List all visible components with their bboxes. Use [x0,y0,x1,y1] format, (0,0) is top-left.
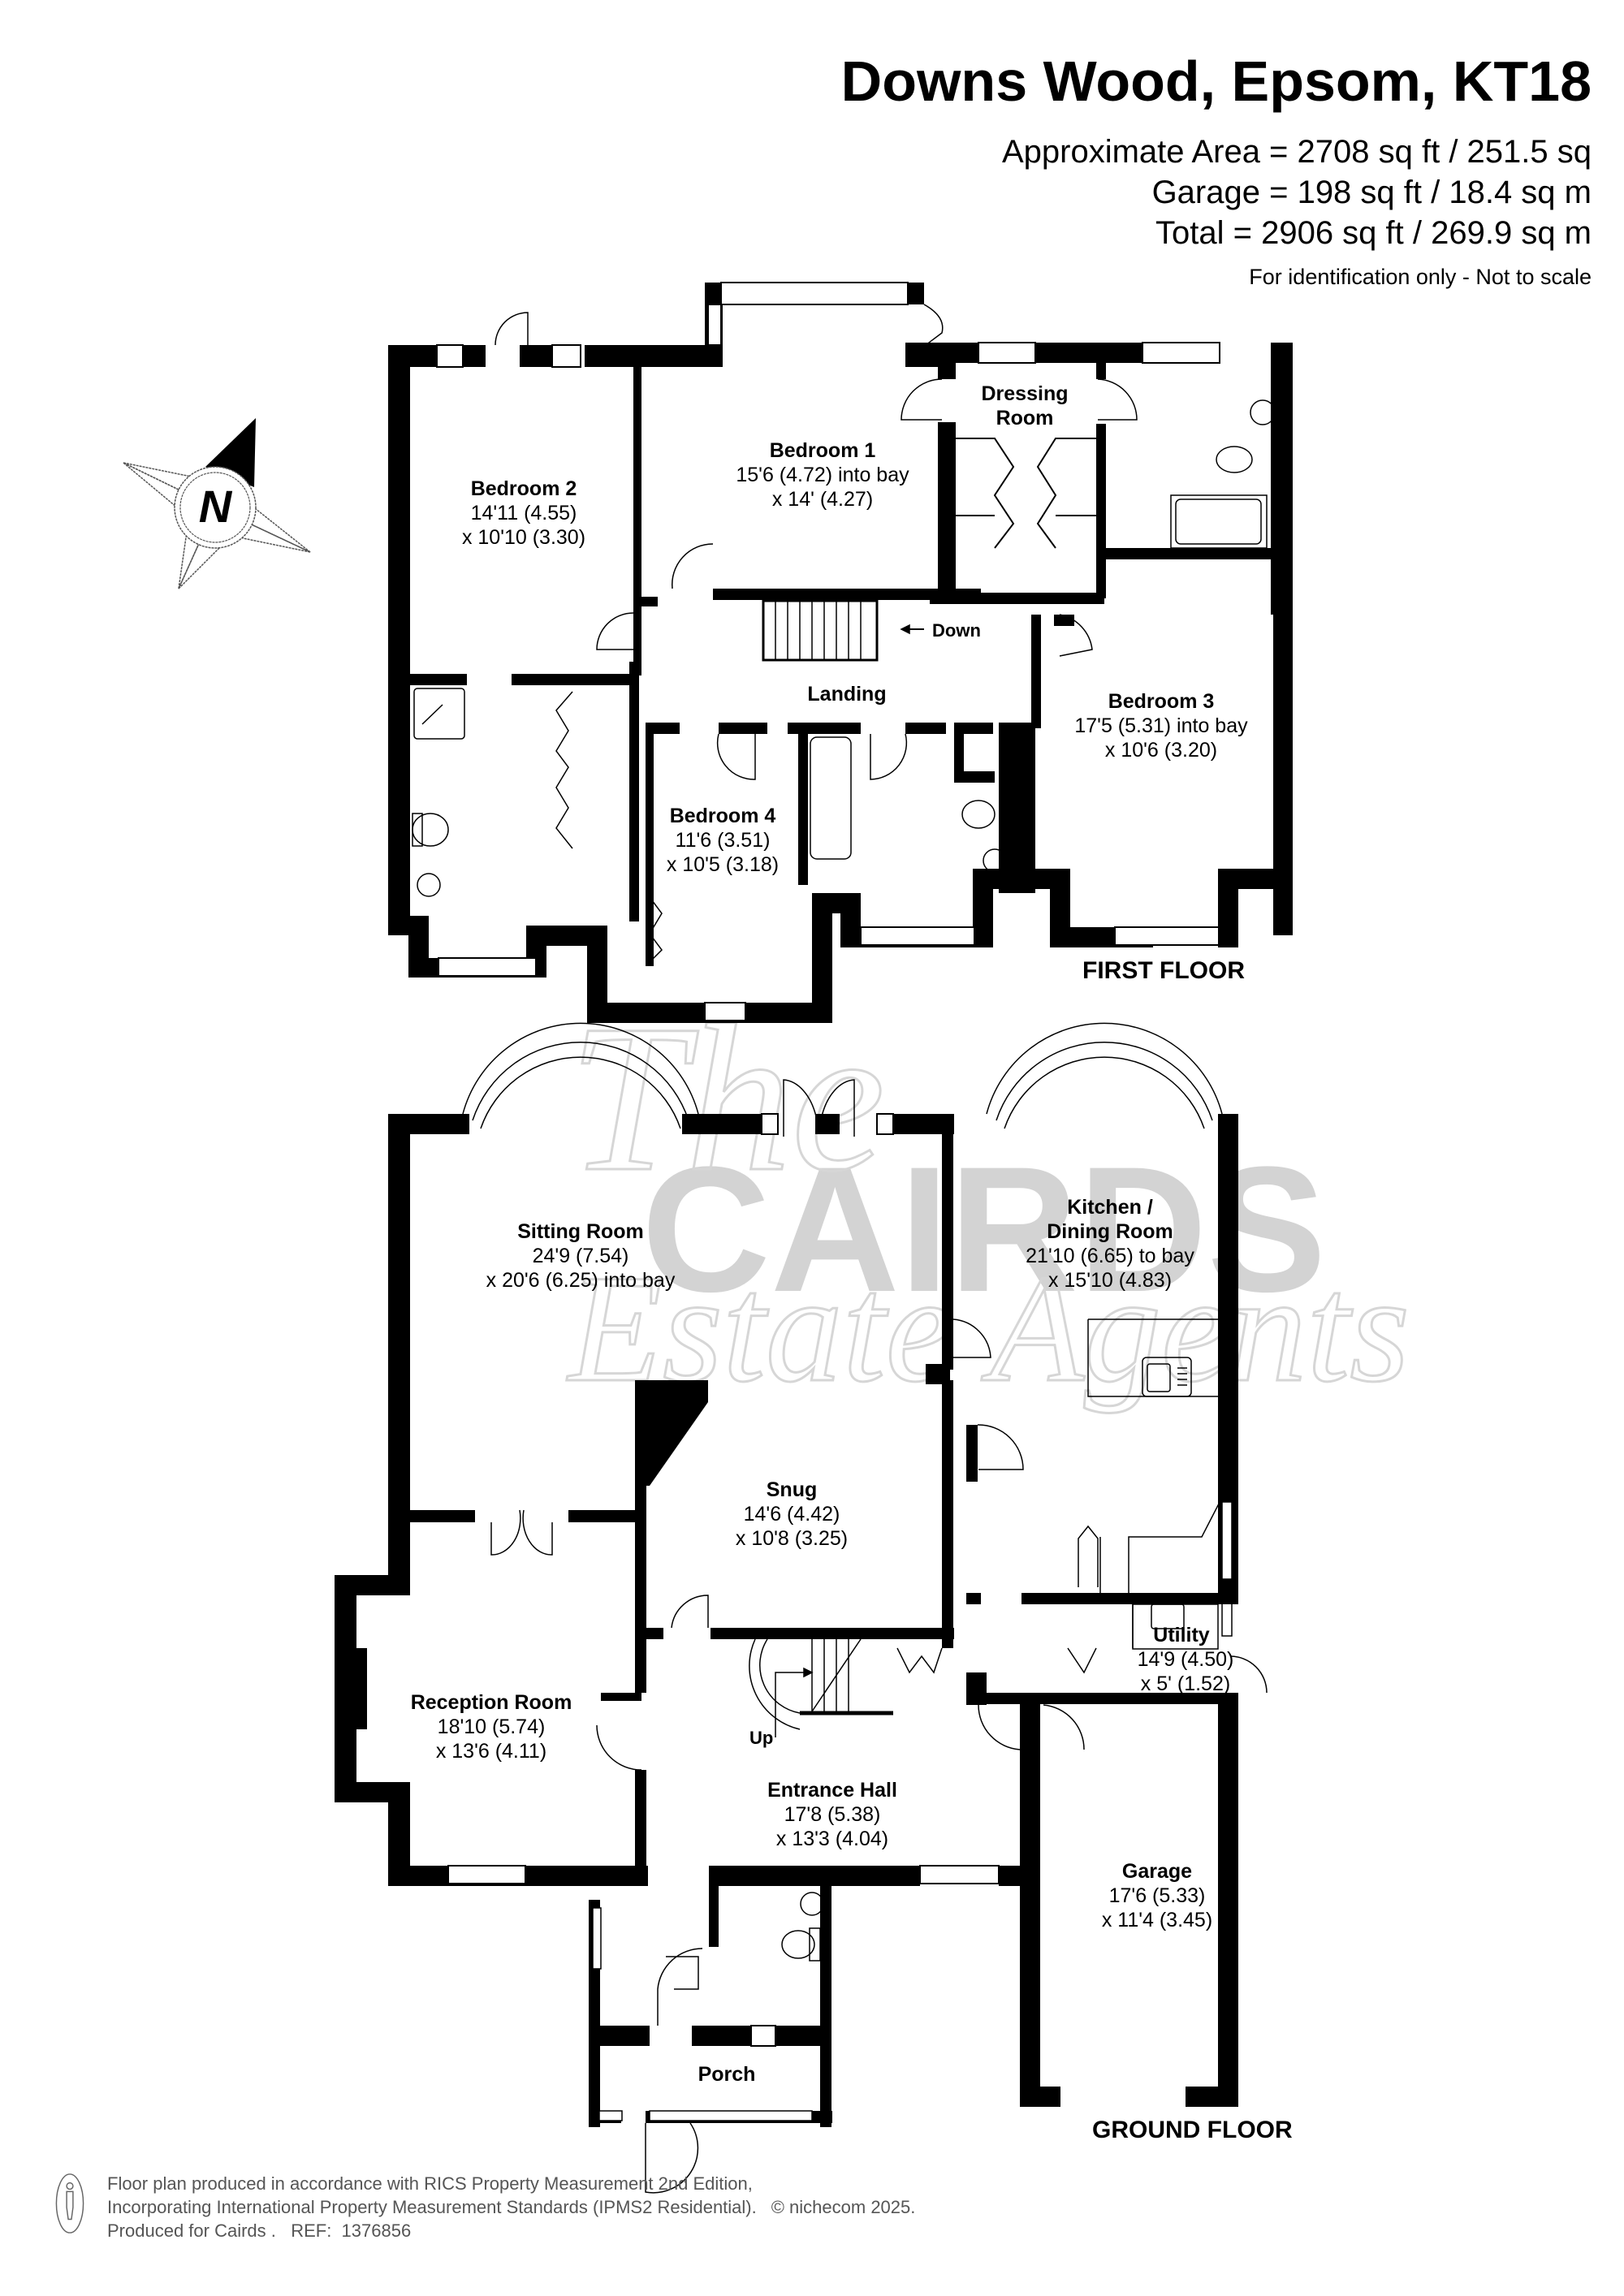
room-snug: Snug 14'6 (4.42) x 10'8 (3.25) [736,1478,848,1550]
ground-floor-label: GROUND FLOOR [1092,2117,1293,2143]
person-info-icon [55,2173,84,2233]
room-bedroom-3: Bedroom 3 17'5 (5.31) into bay x 10'6 (3… [1074,690,1248,762]
room-garage: Garage 17'6 (5.33) x 11'4 (3.45) [1102,1860,1212,1931]
wardrobes-icon [956,438,1096,549]
svg-text:x 14' (4.27): x 14' (4.27) [772,488,873,511]
svg-text:17'5 (5.31) into bay: 17'5 (5.31) into bay [1074,714,1248,737]
room-bedroom-2: Bedroom 2 14'11 (4.55) x 10'10 (3.30) [462,477,585,549]
svg-text:Dining Room: Dining Room [1047,1220,1173,1243]
svg-text:x 20'6 (6.25) into bay: x 20'6 (6.25) into bay [486,1269,676,1292]
svg-text:Porch: Porch [698,2063,756,2086]
svg-text:15'6 (4.72) into bay: 15'6 (4.72) into bay [736,464,909,486]
svg-text:Dressing: Dressing [982,382,1069,405]
footer-disclaimer: Floor plan produced in accordance with R… [107,2172,915,2242]
first-floor-label: FIRST FLOOR [1082,957,1245,984]
total-area: Total = 2906 sq ft / 269.9 sq m [1155,215,1592,251]
svg-text:x 10'6 (3.20): x 10'6 (3.20) [1105,739,1217,762]
svg-text:Utility: Utility [1153,1624,1210,1646]
ground-floor-stairs [749,1638,943,1737]
room-sitting-room: Sitting Room 24'9 (7.54) x 20'6 (6.25) i… [486,1220,676,1292]
svg-text:Bedroom 3: Bedroom 3 [1108,690,1215,713]
first-floor-plan [388,282,1293,1023]
north-compass-icon: N [123,418,311,589]
garage-area: Garage = 198 sq ft / 18.4 sq m [1151,175,1592,210]
svg-text:x 10'5 (3.18): x 10'5 (3.18) [667,853,779,876]
stairs-up-label: Up [749,1728,773,1748]
svg-text:Garage: Garage [1122,1860,1192,1883]
svg-text:Bedroom 2: Bedroom 2 [471,477,577,500]
svg-text:14'6 (4.42): 14'6 (4.42) [744,1503,840,1526]
svg-text:x 15'10 (4.83): x 15'10 (4.83) [1048,1269,1172,1292]
utility-sink-icon [1067,1603,1219,1674]
svg-text:17'8 (5.38): 17'8 (5.38) [784,1803,881,1826]
svg-text:x 13'6 (4.11): x 13'6 (4.11) [436,1740,546,1763]
svg-text:x 10'10 (3.30): x 10'10 (3.30) [462,526,585,549]
svg-text:Sitting Room: Sitting Room [517,1220,644,1243]
footer-brand: © nichecom 2025. [771,2197,916,2217]
footer-line-1: Floor plan produced in accordance with R… [107,2173,753,2194]
svg-text:14'11 (4.55): 14'11 (4.55) [471,502,577,524]
footer-line-2: Incorporating International Property Mea… [107,2197,757,2217]
svg-text:Entrance Hall: Entrance Hall [767,1779,897,1802]
room-porch: Porch [698,2063,756,2086]
room-kitchen-dining: Kitchen / Dining Room 21'10 (6.65) to ba… [1026,1196,1194,1292]
approximate-area: Approximate Area = 2708 sq ft / 251.5 sq [1001,134,1592,170]
svg-text:x 5' (1.52): x 5' (1.52) [1141,1672,1230,1695]
scale-disclaimer: For identification only - Not to scale [1249,265,1592,289]
svg-text:x 11'4 (3.45): x 11'4 (3.45) [1102,1909,1212,1931]
kitchen-worktop [1078,1318,1231,1593]
first-floor-stairs [762,599,924,662]
watermark-cairds: CAIRDS [641,1129,1326,1329]
svg-text:Bedroom 1: Bedroom 1 [770,439,876,462]
bathroom-fixtures-icon [649,736,1007,963]
svg-text:17'6 (5.33): 17'6 (5.33) [1109,1884,1206,1907]
svg-text:x 10'8 (3.25): x 10'8 (3.25) [736,1527,848,1550]
room-landing: Landing [807,683,886,706]
room-bedroom-4: Bedroom 4 11'6 (3.51) x 10'5 (3.18) [667,805,779,876]
svg-text:18'10 (5.74): 18'10 (5.74) [438,1716,546,1738]
svg-text:Snug: Snug [767,1478,818,1501]
bay-windows [462,1022,1223,1129]
svg-text:14'9 (4.50): 14'9 (4.50) [1138,1648,1234,1671]
property-title: Downs Wood, Epsom, KT18 [840,50,1592,113]
plan-header: Downs Wood, Epsom, KT18 Approximate Area… [841,49,1592,290]
stairs-down-label: Down [932,620,981,641]
compass-north-label: N [199,481,233,532]
plan-footer: Floor plan produced in accordance with R… [41,2172,915,2242]
svg-text:Room: Room [996,407,1054,429]
footer-line-3: Produced for Cairds . REF: 1376856 [107,2220,412,2241]
watermark: CAIRDS The Estate Agents [565,981,1411,1416]
svg-text:21'10 (6.65) to bay: 21'10 (6.65) to bay [1026,1245,1194,1267]
svg-text:x 13'3 (4.04): x 13'3 (4.04) [776,1828,888,1850]
svg-text:Bedroom 4: Bedroom 4 [670,805,776,827]
svg-text:Kitchen /: Kitchen / [1067,1196,1153,1219]
bedroom2-ensuite-fixtures-icon [412,688,573,897]
ensuite-fixtures-icon [1170,399,1276,549]
first-floor-doors [495,304,1138,780]
kitchen-sink-icon [1142,1357,1192,1397]
svg-text:24'9 (7.54): 24'9 (7.54) [533,1245,629,1267]
svg-text:11'6 (3.51): 11'6 (3.51) [676,829,771,852]
wc-fixtures-icon [666,1892,824,1990]
ground-floor-doors [490,1079,1268,2194]
room-utility: Utility 14'9 (4.50) x 5' (1.52) [1138,1624,1234,1695]
room-bedroom-1: Bedroom 1 15'6 (4.72) into bay x 14' (4.… [736,439,909,511]
svg-text:Landing: Landing [807,683,886,706]
room-entrance-hall: Entrance Hall 17'8 (5.38) x 13'3 (4.04) [767,1779,897,1850]
room-dressing-room: Dressing Room [982,382,1069,429]
ground-floor-plan [335,1113,1238,2127]
room-reception-room: Reception Room 18'10 (5.74) x 13'6 (4.11… [411,1691,572,1763]
svg-text:Reception Room: Reception Room [411,1691,572,1714]
